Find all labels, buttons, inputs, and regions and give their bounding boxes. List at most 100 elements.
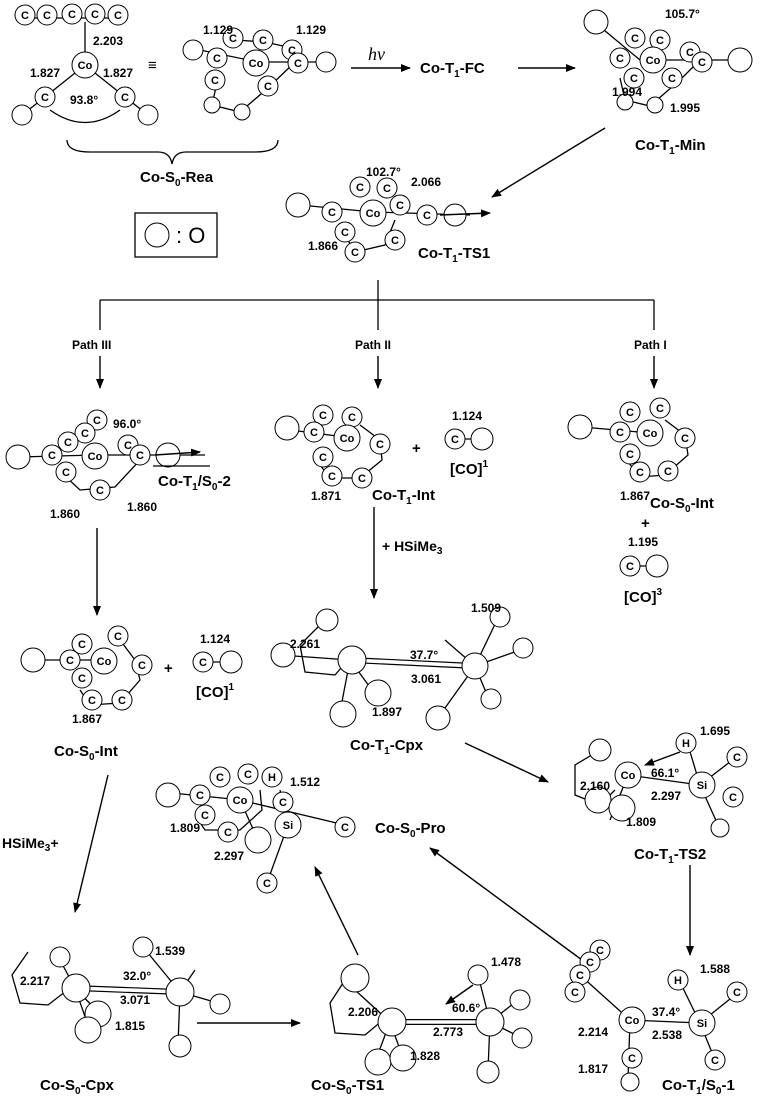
atom-c-label: C	[389, 194, 411, 216]
atom-c-label: C	[89, 479, 111, 501]
bond-length: 2.773	[433, 1025, 463, 1039]
svg-text:C: C	[711, 1055, 719, 1067]
svg-text:C: C	[626, 449, 634, 461]
atom-h-label: H	[675, 732, 697, 754]
bond-length: 1.815	[115, 1019, 145, 1033]
bond-length: 1.817	[578, 1062, 608, 1076]
svg-text:C: C	[263, 878, 271, 890]
svg-text:C: C	[48, 450, 56, 462]
bond-angle: 37.4°	[652, 1005, 680, 1019]
atom-co-label: Co	[81, 442, 109, 470]
mol-rea-ring: C C C C Co C C C 1.129 1.129	[182, 23, 337, 121]
atom-c-label: C	[41, 444, 63, 466]
mol-co-t1-ts2: Co H Si C C 2.160 1.695 66.1° 2.297 1.80…	[574, 724, 748, 838]
bond-angle: 102.7°	[366, 165, 401, 179]
bond-length: 1.509	[471, 601, 501, 615]
branch-tree	[96, 280, 658, 389]
path-i-label: Path I	[634, 338, 667, 352]
atom-c-label: C	[107, 4, 129, 26]
svg-text:C: C	[596, 945, 604, 957]
svg-text:C: C	[64, 437, 72, 449]
svg-text:Si: Si	[283, 820, 293, 832]
atom-c-label: C	[321, 465, 343, 487]
label-co-t1-s0-1: Co-T1/S0-1	[662, 1077, 735, 1097]
bond-length: 1.478	[491, 955, 521, 969]
svg-text:Co: Co	[97, 656, 112, 668]
bond-length: 3.061	[411, 672, 441, 686]
photon-label: hv	[368, 44, 385, 64]
label-co-s0-cpx: Co-S0-Cpx	[40, 1077, 115, 1097]
bond-length: 1.124	[200, 632, 230, 646]
svg-text:Co: Co	[366, 208, 381, 220]
mol-co-t1-s0-2: C C C C Co C C C C 96.0° 1.860 1.860	[5, 409, 205, 521]
bond-length: 1.897	[372, 705, 402, 719]
arrow-s0ts1-to-pro	[314, 866, 359, 956]
bond-angle: 93.8°	[70, 93, 98, 107]
bond-angle: 37.7°	[410, 648, 438, 662]
atom-c-label: C	[349, 176, 371, 198]
label-co-t1-ts1: Co-T1-TS1	[418, 245, 490, 265]
svg-text:C: C	[626, 407, 634, 419]
bond-length: 1.871	[311, 489, 341, 503]
atom-c-label: C	[114, 86, 136, 108]
label-co-s0-ts1: Co-S0-TS1	[311, 1077, 384, 1097]
svg-text:C: C	[68, 9, 76, 21]
bond-length: 1.129	[203, 23, 233, 37]
svg-text:C: C	[356, 182, 364, 194]
svg-text:C: C	[319, 410, 327, 422]
plus-sign: +	[641, 515, 650, 532]
svg-text:C: C	[626, 561, 634, 573]
svg-text:C: C	[41, 92, 49, 104]
bond-length: 2.261	[290, 637, 320, 651]
svg-text:C: C	[78, 639, 86, 651]
label-co-3: [CO]3	[624, 587, 663, 606]
svg-text:C: C	[244, 769, 252, 781]
atom-c-label: C	[252, 29, 274, 51]
bond-length: 2.217	[20, 974, 50, 988]
svg-text:Co: Co	[78, 60, 93, 72]
atom-c-label: C	[57, 431, 79, 453]
reagent-hsime3: + HSiMe3	[382, 538, 443, 557]
svg-text:Co: Co	[340, 433, 355, 445]
svg-text:C: C	[328, 471, 336, 483]
atom-c-label: C	[222, 27, 244, 49]
svg-text:C: C	[78, 673, 86, 685]
svg-text:C: C	[264, 81, 272, 93]
atom-c-label: C	[257, 75, 279, 97]
svg-text:Co: Co	[625, 1015, 640, 1027]
svg-text:C: C	[199, 657, 207, 669]
atom-c-label: C	[661, 67, 683, 89]
atom-c-label: C	[624, 27, 646, 49]
svg-text:C: C	[423, 210, 431, 222]
atom-c-label: C	[287, 52, 309, 74]
label-co-s0-pro: Co-S0-Pro	[375, 820, 446, 840]
atom-c-label: C	[206, 47, 228, 69]
label-co-s0-int-left: Co-S0-Int	[54, 743, 118, 763]
atom-c-label: C	[623, 67, 645, 89]
bond-length: 2.297	[214, 849, 244, 863]
mol-rea-tetra: C C C C C Co C C 2.203 1.827 1.827 93.8°…	[11, 3, 159, 126]
svg-text:C: C	[686, 47, 694, 59]
path-iii-label: Path III	[72, 338, 111, 352]
bond-angle: 66.1°	[651, 766, 679, 780]
mol-co-t1-min: C C C Co C C C C 105.7° 1.994 1.995	[583, 7, 753, 115]
dissociation-arrow	[439, 209, 491, 218]
atom-co-label: Co	[639, 46, 667, 74]
path-ii-label: Path II	[355, 338, 391, 352]
bond-length: 1.866	[308, 239, 338, 253]
atom-c-label: C	[376, 177, 398, 199]
label-co-t1-cpx: Co-T1-Cpx	[350, 737, 424, 757]
svg-text:C: C	[213, 53, 221, 65]
mol-co-s0-ts1: 1.478 2.206 60.6° 2.773 1.828	[329, 955, 533, 1084]
mol-co-s0-int-left: C C C Co C C C C 1.867	[20, 625, 153, 726]
bond-length: 1.860	[127, 500, 157, 514]
svg-text:C: C	[96, 485, 104, 497]
svg-text:Co: Co	[233, 795, 248, 807]
svg-text:C: C	[211, 75, 219, 87]
mol-co-t1-int: C C C Co C C C C 1.871	[274, 404, 391, 503]
svg-text:C: C	[341, 227, 349, 239]
atom-c-label: C	[369, 433, 391, 455]
svg-text:C: C	[698, 57, 706, 69]
atom-c-label: C	[344, 241, 366, 263]
svg-text:C: C	[358, 473, 366, 485]
